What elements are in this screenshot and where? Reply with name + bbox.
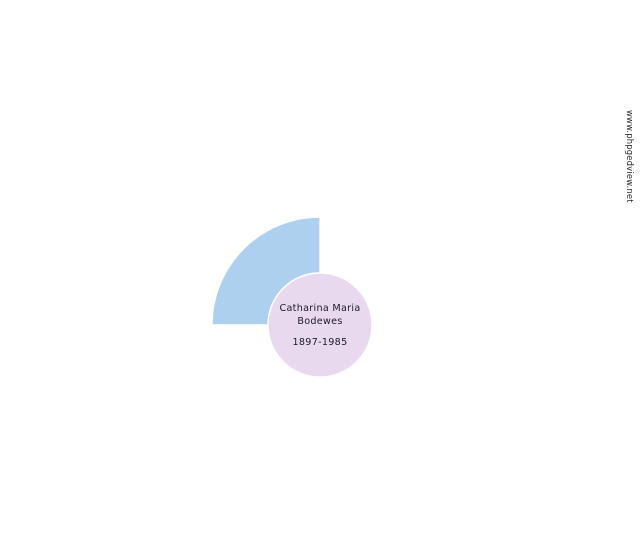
watermark-group: www.phpgedview.net xyxy=(625,110,635,203)
center-person-name-line2: Bodewes xyxy=(297,316,342,327)
center-person-group[interactable]: Catharina Maria Bodewes 1897-1985 xyxy=(267,272,373,378)
watermark-label: www.phpgedview.net xyxy=(625,110,635,203)
center-person-dates: 1897-1985 xyxy=(293,337,348,348)
center-person-circle[interactable] xyxy=(267,272,373,378)
center-person-name-line1: Catharina Maria xyxy=(279,303,360,314)
